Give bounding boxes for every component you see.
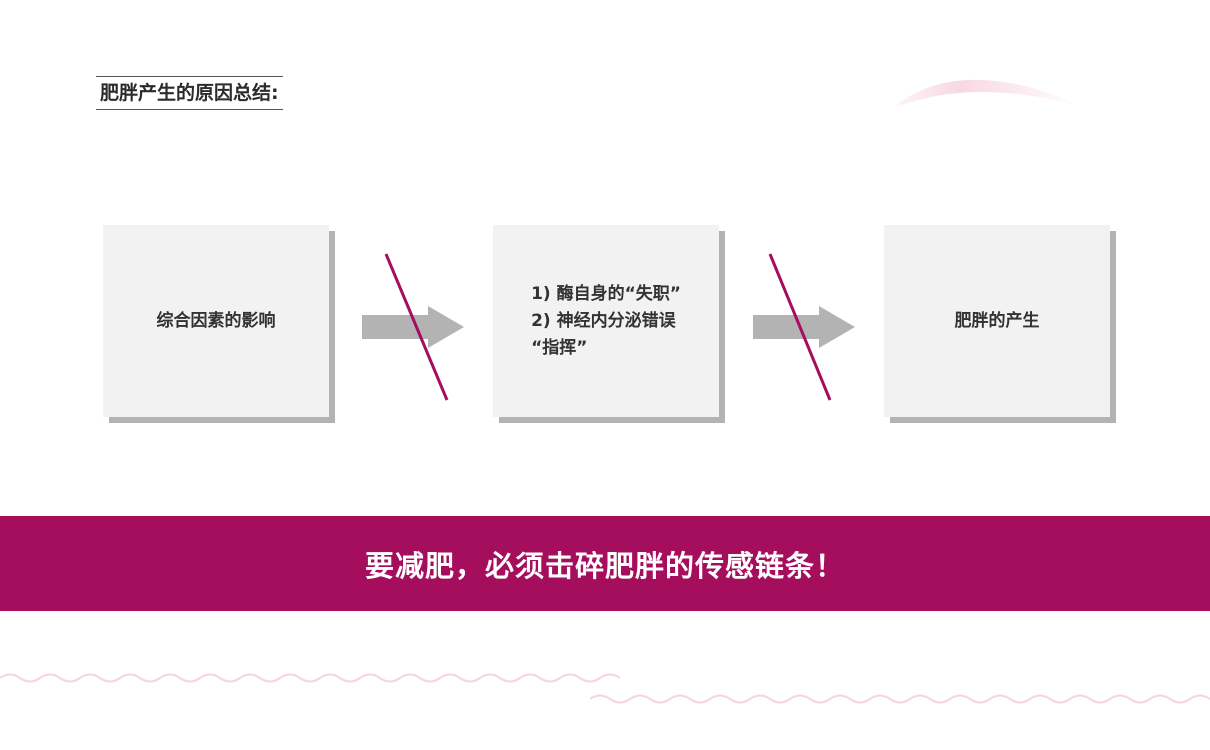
result-box-obesity: 肥胖的产生 (884, 225, 1116, 423)
broken-arrow-icon (362, 253, 464, 401)
box-text: 肥胖的产生 (955, 308, 1040, 335)
strike-line (384, 253, 449, 401)
box-line: 2) 神经内分泌错误 (531, 310, 676, 331)
conclusion-banner: 要减肥，必须击碎肥胖的传感链条！ (0, 516, 1210, 611)
box-face: 肥胖的产生 (884, 225, 1110, 417)
page-title: 肥胖产生的原因总结: (96, 76, 283, 110)
decorative-swoosh (894, 79, 1080, 108)
strike-line (768, 253, 832, 401)
box-face: 综合因素的影响 (103, 225, 329, 417)
box-line: “指挥” (531, 337, 588, 358)
box-face: 1) 酶自身的“失职” 2) 神经内分泌错误 “指挥” (493, 225, 719, 417)
banner-text: 要减肥，必须击碎肥胖的传感链条！ (364, 548, 845, 583)
box-text: 综合因素的影响 (157, 308, 276, 335)
cause-box-mechanisms: 1) 酶自身的“失职” 2) 神经内分泌错误 “指挥” (493, 225, 725, 423)
decorative-wave (0, 673, 620, 683)
decorative-wave (590, 694, 1210, 704)
box-text: 1) 酶自身的“失职” 2) 神经内分泌错误 “指挥” (531, 281, 681, 362)
cause-box-factors: 综合因素的影响 (103, 225, 335, 423)
box-line: 肥胖的产生 (954, 310, 1040, 331)
arrow-shape (753, 306, 855, 348)
broken-arrow-icon (753, 253, 855, 401)
arrow-shape (362, 306, 464, 348)
box-line: 综合因素的影响 (156, 310, 276, 331)
box-line: 1) 酶自身的“失职” (531, 283, 681, 304)
